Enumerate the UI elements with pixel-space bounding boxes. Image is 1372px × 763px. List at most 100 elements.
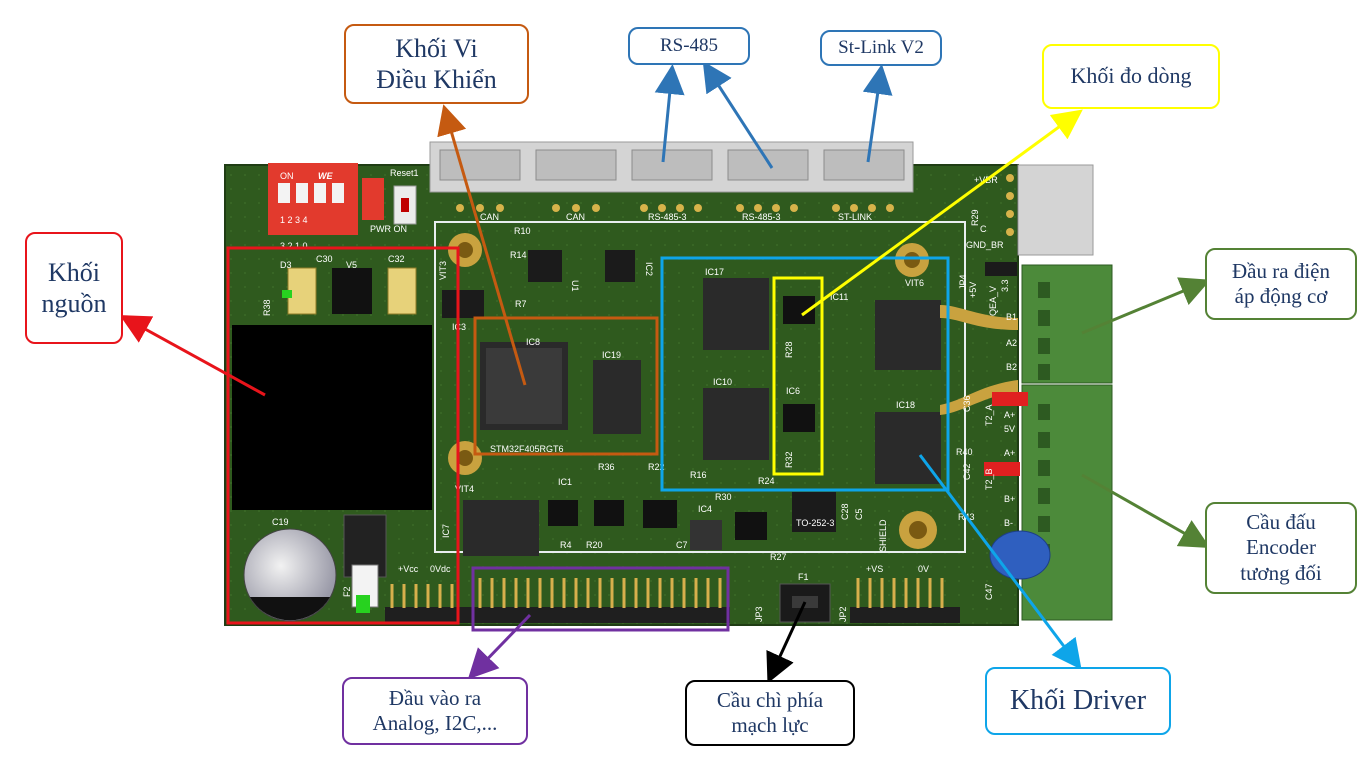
regulator-v5 <box>332 268 372 314</box>
label-r14: R14 <box>510 250 527 260</box>
label-c5: C5 <box>854 508 864 520</box>
label-vcc: +Vcc <box>398 564 419 574</box>
label-r20: R20 <box>586 540 603 550</box>
callout-fuse: Cầu chì phía mạch lực <box>685 680 855 746</box>
label-3v3: 3.3 <box>1000 279 1010 292</box>
chip-ic4 <box>690 520 722 550</box>
label-a2: A2 <box>1006 338 1017 348</box>
label-can-1: CAN <box>480 212 499 222</box>
label-d3: D3 <box>280 260 292 270</box>
label-ic4: IC4 <box>698 504 712 514</box>
label-r32: R32 <box>784 451 794 468</box>
label-st-link: ST-LINK <box>838 212 872 222</box>
label-vit6: VIT6 <box>905 278 924 288</box>
callout-rs485: RS-485 <box>628 27 750 65</box>
label-b-plus: B+ <box>1004 494 1015 504</box>
label-ic19: IC19 <box>602 350 621 360</box>
label-c47: C47 <box>984 583 994 600</box>
callout-power: Khối nguồn <box>25 232 123 344</box>
chip-ic3 <box>442 290 484 318</box>
label-gnd-br: GND_BR <box>966 240 1004 250</box>
label-vs: +VS <box>866 564 883 574</box>
label-t2a: T2_A <box>984 404 994 426</box>
label-b1: B1 <box>1006 312 1017 322</box>
chip-ic <box>528 250 562 282</box>
label-r27: R27 <box>770 552 787 562</box>
led-d3 <box>282 290 292 298</box>
label-c42: C42 <box>962 463 972 480</box>
label-r28: R28 <box>784 341 794 358</box>
label-qea: QEA_V <box>988 286 998 316</box>
chip-ic10 <box>703 388 769 460</box>
label-sw-nums: 1 2 3 4 <box>280 215 308 225</box>
label-rs485-b: RS-485-3 <box>742 212 781 222</box>
label-ic2: IC2 <box>644 262 654 276</box>
label-a-plus: A+ <box>1004 410 1015 420</box>
callout-driver: Khối Driver <box>985 667 1171 735</box>
label-r30: R30 <box>715 492 732 502</box>
chip-ic11 <box>875 300 941 370</box>
label-r4: R4 <box>560 540 572 550</box>
label-ic6: IC6 <box>786 386 800 396</box>
callout-mcu: Khối Vi Điều Khiển <box>344 24 529 104</box>
label-f2: F2 <box>342 586 352 597</box>
label-c7: C7 <box>676 540 688 550</box>
chip-ic1 <box>548 500 578 526</box>
label-0v: 0V <box>918 564 929 574</box>
label-0vdc: 0Vdc <box>430 564 451 574</box>
chip-ic19 <box>593 360 641 434</box>
label-ic10: IC10 <box>713 377 732 387</box>
callout-io: Đầu vào ra Analog, I2C,... <box>342 677 528 745</box>
label-ic7: IC7 <box>441 524 451 538</box>
chip-ic18 <box>875 412 941 484</box>
label-5v: 5V <box>1004 424 1015 434</box>
chip-ic7 <box>463 500 539 556</box>
label-pin-c: C <box>980 224 987 234</box>
label-ic17: IC17 <box>705 267 724 277</box>
label-r24: R24 <box>758 476 775 486</box>
callout-stlink: St-Link V2 <box>820 30 942 66</box>
label-ic8: IC8 <box>526 337 540 347</box>
label-r40: R40 <box>956 447 973 457</box>
callout-encoder: Cầu đấu Encoder tương đối <box>1205 502 1357 594</box>
label-sw-on: ON <box>280 171 294 181</box>
callout-current: Khối đo dòng <box>1042 44 1220 109</box>
label-f1: F1 <box>798 572 809 582</box>
chip-ic17 <box>703 278 769 350</box>
power-pin-header <box>850 607 960 623</box>
jumper-jp4 <box>985 262 1017 276</box>
chip-ic6 <box>783 404 815 432</box>
label-pwr-on: PWR ON <box>370 224 407 234</box>
label-r38: R38 <box>262 299 272 316</box>
pwr-jumper <box>362 178 384 220</box>
cap-c32 <box>388 268 416 314</box>
motor-terminal-block <box>1022 265 1112 383</box>
label-r7: R7 <box>515 299 527 309</box>
label-shield: SHIELD <box>878 519 888 552</box>
jumper-red-1 <box>992 392 1028 406</box>
label-u1: U1 <box>570 280 580 292</box>
label-v5: V5 <box>346 260 357 270</box>
encoder-terminal-block <box>1022 385 1112 620</box>
label-to252: TO-252-3 <box>796 518 834 528</box>
label-jp3: JP3 <box>754 606 764 622</box>
inductor-coil <box>990 531 1050 579</box>
label-c32: C32 <box>388 254 405 264</box>
label-r16: R16 <box>690 470 707 480</box>
label-c19: C19 <box>272 517 289 527</box>
mcu-chip-stm32 <box>480 342 568 430</box>
callout-motor-out: Đầu ra điện áp động cơ <box>1205 248 1357 320</box>
label-jp4: JP4 <box>958 274 968 290</box>
label-r10: R10 <box>514 226 531 236</box>
label-c36: C36 <box>962 395 972 412</box>
label-a-plus-2: A+ <box>1004 448 1015 458</box>
chip-ic2 <box>605 250 635 282</box>
label-reset: Reset1 <box>390 168 419 178</box>
label-b2: B2 <box>1006 362 1017 372</box>
label-r29: R29 <box>970 209 980 226</box>
label-r36: R36 <box>598 462 615 472</box>
label-ic1: IC1 <box>558 477 572 487</box>
label-b-minus: B- <box>1004 518 1013 528</box>
